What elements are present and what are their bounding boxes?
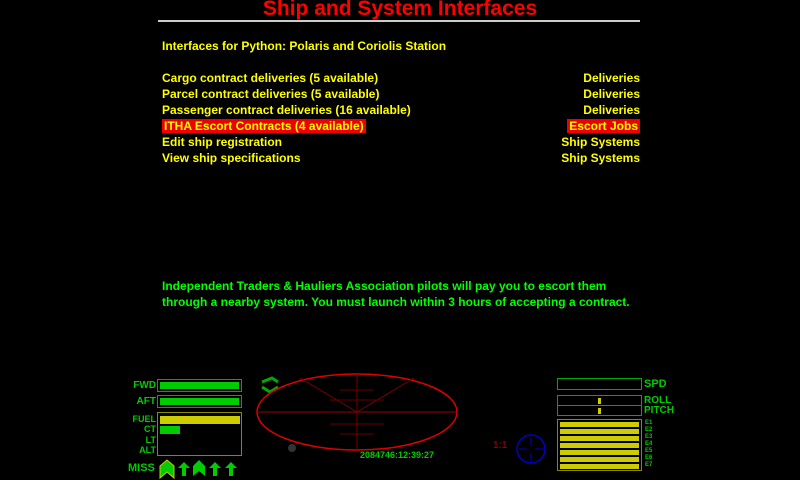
menu-item[interactable]: Passenger contract deliveries (16 availa…: [160, 103, 642, 118]
energy-bank-bar: [560, 464, 639, 469]
energy-panel: [557, 419, 642, 471]
energy-bank-label: E4: [645, 441, 653, 447]
menu-item[interactable]: View ship specifications Ship Systems: [160, 151, 642, 166]
menu-item-label: Edit ship registration: [162, 135, 283, 149]
menu-item-category: Deliveries: [583, 87, 640, 101]
energy-bank-bar: [560, 429, 639, 434]
gauge-panel: [157, 412, 242, 456]
menu-item[interactable]: Edit ship registration Ship Systems: [160, 135, 642, 150]
missile-icon: [159, 459, 175, 480]
description-line-1: Independent Traders & Hauliers Associati…: [162, 279, 607, 293]
clock: 2084746:12:39:27: [360, 450, 435, 460]
energy-bank-bar: [560, 422, 639, 427]
pitch-bar: [557, 405, 642, 416]
scanner: [256, 373, 546, 464]
pitch-label: PITCH: [644, 405, 674, 416]
energy-bank-bar: [560, 443, 639, 448]
aft-label: AFT: [136, 396, 156, 407]
aft-shield-bar: [157, 395, 242, 408]
menu-item-category: Deliveries: [583, 71, 640, 85]
missile-icon: [178, 462, 190, 476]
lt-label: LT: [145, 435, 156, 445]
energy-bank-label: E7: [645, 462, 653, 468]
menu-item-label: Cargo contract deliveries (5 available): [162, 71, 379, 85]
description-line-2: through a nearby system. You must launch…: [162, 295, 630, 309]
menu-item-category: Deliveries: [583, 103, 640, 117]
speed-bar: [557, 378, 642, 390]
cabin-temp-bar: [160, 426, 180, 434]
missile-icon: [209, 462, 221, 476]
menu-item[interactable]: Parcel contract deliveries (5 available)…: [160, 87, 642, 102]
status-chevron-icon: [261, 376, 279, 394]
menu-item-category: Ship Systems: [561, 151, 640, 165]
missile-label: MISS: [128, 462, 155, 474]
menu-item-category: Ship Systems: [561, 135, 640, 149]
energy-bank-label: E6: [645, 455, 653, 461]
energy-bank-bar: [560, 436, 639, 441]
menu-item-label: View ship specifications: [162, 151, 301, 165]
energy-bank-bar: [560, 457, 639, 462]
energy-bank-label: E1: [645, 420, 653, 426]
fuel-label: FUEL: [132, 414, 157, 424]
spd-label: SPD: [644, 378, 667, 390]
menu-item-label: ITHA Escort Contracts (4 available): [162, 119, 366, 133]
fuel-bar: [160, 416, 240, 424]
menu-item-label: Passenger contract deliveries (16 availa…: [162, 103, 411, 117]
menu-item[interactable]: ITHA Escort Contracts (4 available) Escor…: [160, 119, 642, 134]
subtitle: Interfaces for Python: Polaris and Corio…: [162, 39, 447, 53]
fwd-shield-bar: [157, 379, 242, 392]
alt-label: ALT: [139, 445, 156, 455]
scanner-zoom[interactable]: 1:1: [493, 440, 508, 451]
missile-icons: [159, 459, 237, 480]
energy-bank-bar: [560, 450, 639, 455]
missile-icon: [225, 462, 237, 476]
page-title: Ship and System Interfaces: [262, 0, 538, 20]
menu-item-label: Parcel contract deliveries (5 available): [162, 87, 380, 101]
energy-bank-label: E5: [645, 448, 653, 454]
missile-icon: [193, 460, 205, 476]
title-divider: [158, 20, 640, 22]
compass: [516, 434, 546, 464]
roll-label: ROLL: [644, 395, 672, 406]
energy-bank-label: E2: [645, 427, 653, 433]
ident-indicator: [288, 444, 296, 452]
menu-item[interactable]: Cargo contract deliveries (5 available) D…: [160, 71, 642, 86]
fwd-label: FWD: [133, 380, 156, 391]
energy-bank-label: E3: [645, 434, 653, 440]
ct-label: CT: [144, 424, 156, 434]
menu-item-category: Escort Jobs: [567, 119, 640, 133]
